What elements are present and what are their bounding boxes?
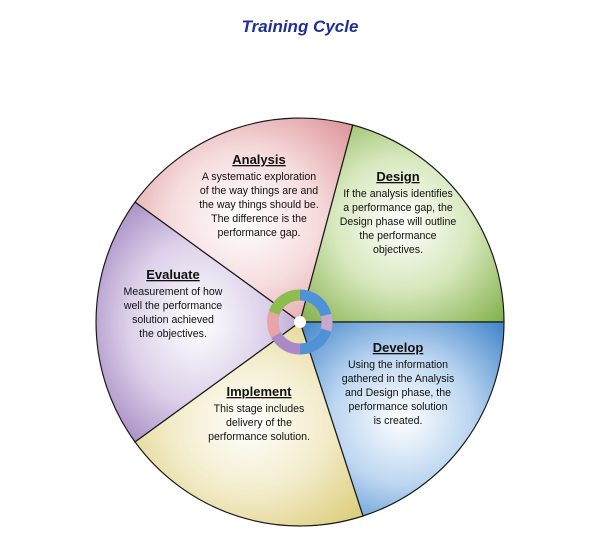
design-heading: Design [376, 169, 419, 184]
segment-develop [299, 321, 505, 517]
diagram-title: Training Cycle [241, 17, 359, 36]
segment-label-design: Design If the analysis identifies a perfor… [340, 169, 457, 256]
analysis-description-line: A systematic exploration [202, 171, 316, 183]
evaluate-description-line: well the performance [123, 300, 222, 312]
analysis-description-line: performance gap. [217, 227, 300, 239]
analysis-description-line: the way things should be. [199, 199, 319, 211]
evaluate-heading: Evaluate [146, 267, 199, 282]
segment-evaluate [95, 201, 302, 443]
center-cycle-icon [267, 289, 333, 355]
implement-description-line: This stage includes [214, 403, 305, 415]
implement-heading: Implement [226, 384, 292, 399]
design-description-line: objectives. [373, 244, 423, 256]
design-description-line: the performance [359, 230, 436, 242]
develop-heading: Develop [373, 340, 424, 355]
implement-description-line: delivery of the [226, 417, 292, 429]
segment-implement [134, 321, 364, 527]
segment-analysis [134, 117, 354, 323]
design-description-line: Design phase will outline [340, 216, 457, 228]
analysis-description-line: The difference is the [211, 213, 307, 225]
segment-label-analysis: Analysis A systematic exploration of the w… [199, 152, 319, 239]
segment-design [299, 124, 505, 323]
evaluate-description-line: the objectives. [139, 328, 207, 340]
develop-description-line: is created. [374, 415, 423, 427]
develop-description-line: performance solution [349, 401, 448, 413]
analysis-heading: Analysis [232, 152, 285, 167]
analysis-description-line: of the way things are and [200, 185, 318, 197]
design-description-line: a performance gap, the [343, 202, 453, 214]
design-description-line: If the analysis identifies [343, 188, 453, 200]
develop-description-line: Using the information [348, 359, 448, 371]
develop-description-line: gathered in the Analysis [342, 373, 455, 385]
implement-description-line: performance solution. [208, 431, 310, 443]
evaluate-description-line: solution achieved [132, 314, 214, 326]
develop-description-line: and Design phase, the [345, 387, 451, 399]
evaluate-description-line: Measurement of how [124, 286, 223, 298]
